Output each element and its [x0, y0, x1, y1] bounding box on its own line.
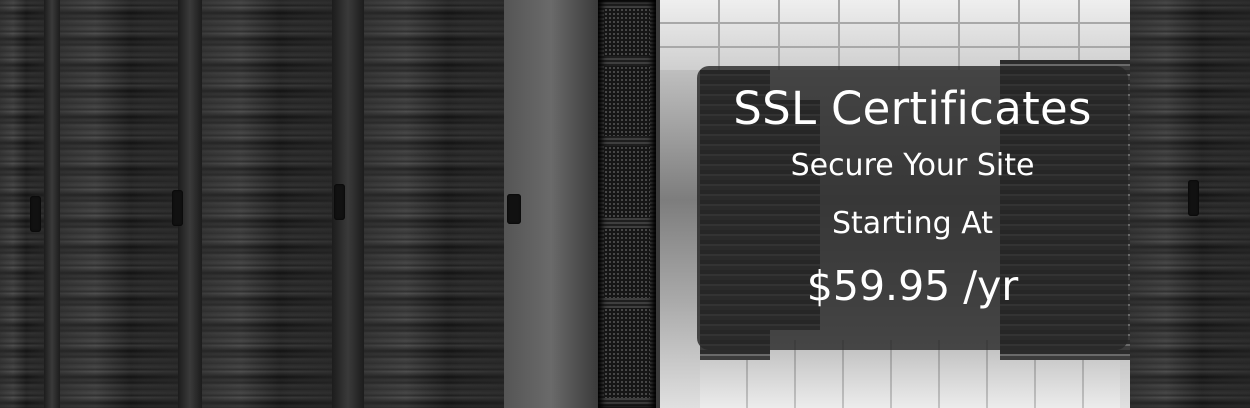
starting-at-label: Starting At [832, 206, 993, 241]
rack-handle-icon [30, 196, 41, 232]
promo-title: SSL Certificates [733, 82, 1092, 135]
rack-3 [202, 0, 332, 408]
ceiling-tiles [660, 0, 1160, 70]
promo-subtitle: Secure Your Site [790, 148, 1035, 183]
tower-vent [604, 228, 650, 298]
rack-handle-icon [334, 184, 345, 220]
rack-4 [364, 0, 504, 408]
rack-gap [44, 0, 60, 408]
tower-vent [604, 8, 650, 56]
promo-price: $59.95 /yr [806, 262, 1019, 310]
rack-right-edge [1130, 0, 1250, 408]
rack-handle-icon [172, 190, 183, 226]
promo-overlay: SSL Certificates Secure Your Site Starti… [697, 66, 1128, 350]
tower-vent [604, 66, 650, 136]
rack-handle-icon [1188, 180, 1199, 216]
tower-vent [604, 308, 650, 398]
rack-handle-icon [507, 194, 521, 224]
rack-2 [60, 0, 178, 408]
tower-vent [604, 146, 650, 218]
